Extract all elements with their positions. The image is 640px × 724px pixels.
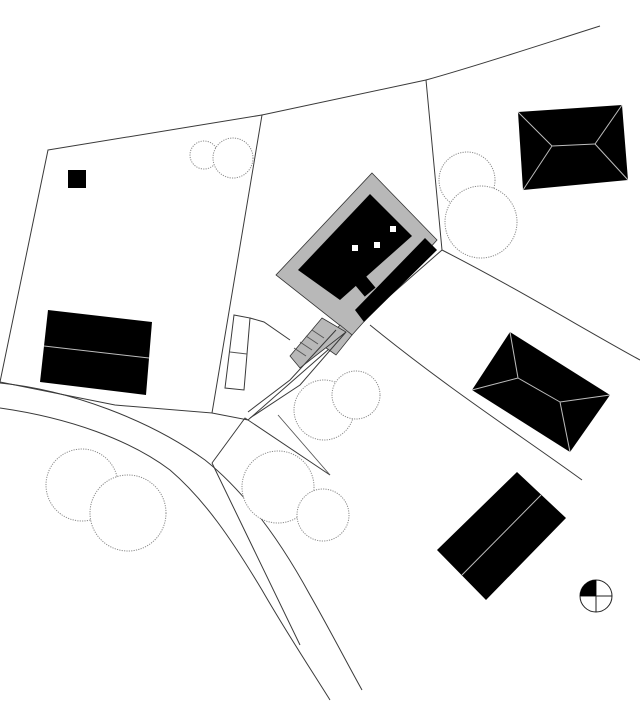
- parcel-lines: [0, 25, 640, 646]
- building-southeast: [437, 472, 566, 600]
- tree-group-5: [241, 450, 350, 542]
- parcel-west: [0, 114, 263, 414]
- building-east: [471, 331, 611, 453]
- building-west: [40, 310, 152, 395]
- tree-group-1: [189, 137, 254, 179]
- annex-roof: [355, 238, 437, 322]
- shed: [68, 170, 86, 188]
- parcel-south-inner: [277, 414, 331, 476]
- tree-group-3: [293, 370, 381, 441]
- chimney: [354, 275, 376, 297]
- parcel-east-edge: [441, 249, 640, 361]
- skylight-3: [390, 226, 396, 232]
- parcel-southeast-edge: [369, 324, 583, 481]
- building-northeast: [517, 104, 629, 191]
- tree-group-4: [45, 448, 167, 552]
- skylight-1: [352, 245, 358, 251]
- tree-group-2: [438, 151, 518, 259]
- trees: [45, 137, 518, 552]
- north-arrow-icon: [579, 579, 613, 613]
- carport: [224, 314, 291, 391]
- parcel-north-edge: [425, 25, 601, 81]
- parcel-south-edge: [211, 417, 331, 476]
- road-inner-edge: [0, 407, 331, 701]
- skylight-2: [374, 242, 380, 248]
- parcel-road-side: [211, 462, 301, 646]
- access-ramp: [247, 317, 347, 419]
- main-house: [275, 172, 438, 356]
